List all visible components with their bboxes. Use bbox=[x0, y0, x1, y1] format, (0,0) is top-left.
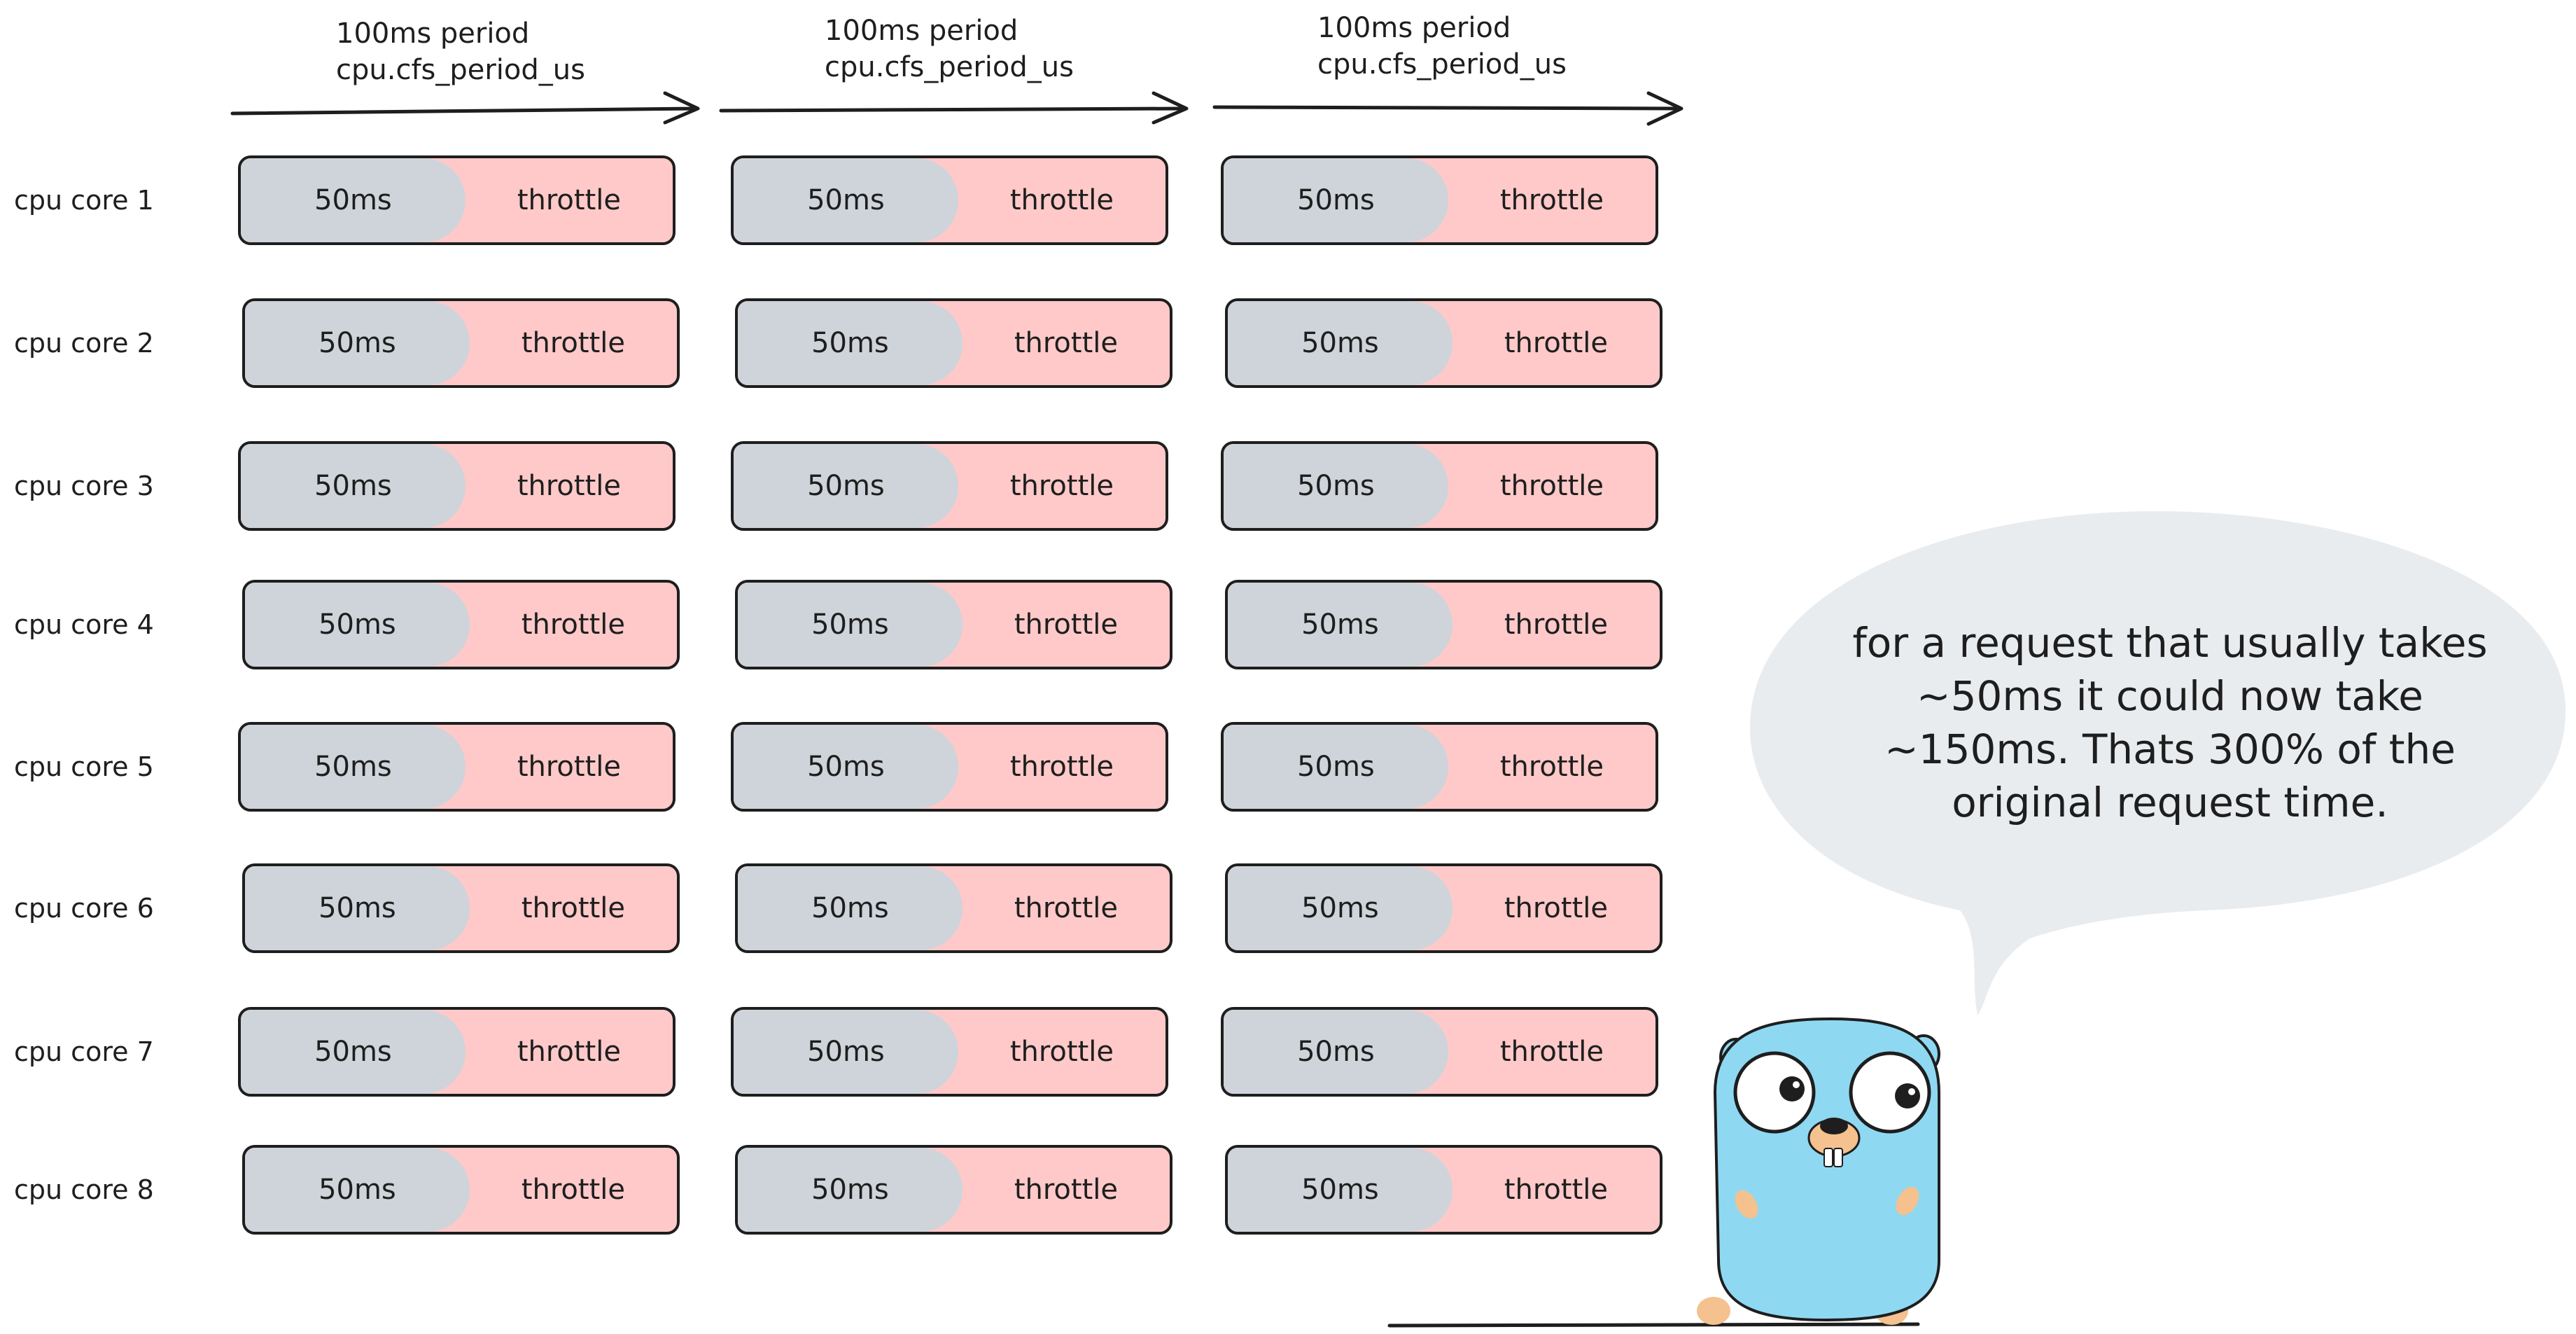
run-segment: 50ms bbox=[734, 1010, 958, 1094]
period-label-3: 100ms period cpu.cfs_period_us bbox=[1317, 10, 1567, 83]
throttle-segment: throttle bbox=[1009, 184, 1114, 216]
cpu-period-bar: 50ms throttle bbox=[731, 155, 1168, 245]
run-segment: 50ms bbox=[245, 583, 470, 667]
core-label: cpu core 2 bbox=[14, 328, 154, 359]
throttle-segment: throttle bbox=[1014, 1174, 1118, 1206]
cpu-period-bar: 50ms throttle bbox=[735, 863, 1172, 953]
ground-line bbox=[1387, 1322, 1920, 1328]
cpu-period-bar: 50ms throttle bbox=[731, 1007, 1168, 1097]
throttle-segment: throttle bbox=[1009, 751, 1114, 783]
run-segment: 50ms bbox=[1228, 1148, 1452, 1232]
cpu-period-bar: 50ms throttle bbox=[242, 298, 680, 388]
throttle-segment: throttle bbox=[1009, 470, 1114, 502]
run-segment: 50ms bbox=[738, 301, 962, 385]
cpu-period-bar: 50ms throttle bbox=[1221, 155, 1658, 245]
core-label: cpu core 6 bbox=[14, 893, 154, 924]
throttle-segment: throttle bbox=[517, 1036, 621, 1068]
throttle-segment: throttle bbox=[1499, 184, 1604, 216]
run-segment: 50ms bbox=[738, 1148, 962, 1232]
run-segment: 50ms bbox=[245, 866, 470, 950]
throttle-segment: throttle bbox=[521, 892, 625, 924]
run-segment: 50ms bbox=[1228, 301, 1452, 385]
speech-bubble bbox=[1750, 511, 2566, 1015]
period-duration: 100ms period bbox=[1317, 12, 1511, 44]
throttle-segment: throttle bbox=[517, 470, 621, 502]
cpu-period-bar: 50ms throttle bbox=[242, 1145, 680, 1235]
throttle-segment: throttle bbox=[521, 609, 625, 641]
period-duration: 100ms period bbox=[336, 18, 530, 50]
period-arrow-3 bbox=[1212, 91, 1684, 126]
gopher-mascot bbox=[1697, 1017, 1940, 1325]
period-label-1: 100ms period cpu.cfs_period_us bbox=[336, 15, 585, 88]
cpu-period-bar: 50ms throttle bbox=[731, 722, 1168, 812]
run-segment: 50ms bbox=[1224, 444, 1448, 528]
cpu-period-bar: 50ms throttle bbox=[735, 580, 1172, 669]
throttle-segment: throttle bbox=[1504, 892, 1608, 924]
throttle-segment: throttle bbox=[1014, 892, 1118, 924]
throttle-segment: throttle bbox=[521, 1174, 625, 1206]
throttle-segment: throttle bbox=[1499, 1036, 1604, 1068]
throttle-segment: throttle bbox=[1014, 327, 1118, 359]
cpu-period-bar: 50ms throttle bbox=[731, 441, 1168, 531]
throttle-segment: throttle bbox=[1499, 470, 1604, 502]
gopher-left-eye bbox=[1733, 1051, 1816, 1134]
cpu-period-bar: 50ms throttle bbox=[242, 863, 680, 953]
run-segment: 50ms bbox=[734, 725, 958, 809]
period-label-2: 100ms period cpu.cfs_period_us bbox=[825, 13, 1074, 85]
core-label: cpu core 5 bbox=[14, 751, 154, 782]
run-segment: 50ms bbox=[241, 444, 465, 528]
period-arrow-1 bbox=[230, 91, 700, 125]
period-duration: 100ms period bbox=[825, 15, 1018, 47]
throttle-segment: throttle bbox=[1504, 327, 1608, 359]
cpu-period-bar: 50ms throttle bbox=[1221, 441, 1658, 531]
throttle-segment: throttle bbox=[1499, 751, 1604, 783]
run-segment: 50ms bbox=[241, 725, 465, 809]
cpu-period-bar: 50ms throttle bbox=[1225, 1145, 1662, 1235]
cpu-period-bar: 50ms throttle bbox=[238, 722, 676, 812]
period-param: cpu.cfs_period_us bbox=[1317, 48, 1567, 81]
cpu-period-bar: 50ms throttle bbox=[1221, 722, 1658, 812]
throttle-segment: throttle bbox=[521, 327, 625, 359]
cpu-period-bar: 50ms throttle bbox=[238, 1007, 676, 1097]
run-segment: 50ms bbox=[734, 158, 958, 242]
run-segment: 50ms bbox=[245, 1148, 470, 1232]
run-segment: 50ms bbox=[1228, 866, 1452, 950]
cpu-period-bar: 50ms throttle bbox=[1225, 863, 1662, 953]
throttle-segment: throttle bbox=[1504, 1174, 1608, 1206]
cpu-period-bar: 50ms throttle bbox=[238, 155, 676, 245]
run-segment: 50ms bbox=[241, 1010, 465, 1094]
core-label: cpu core 8 bbox=[14, 1174, 154, 1205]
period-param: cpu.cfs_period_us bbox=[336, 54, 585, 86]
cpu-period-bar: 50ms throttle bbox=[1225, 580, 1662, 669]
cpu-period-bar: 50ms throttle bbox=[1221, 1007, 1658, 1097]
run-segment: 50ms bbox=[738, 583, 962, 667]
core-label: cpu core 3 bbox=[14, 471, 154, 501]
core-label: cpu core 7 bbox=[14, 1036, 154, 1067]
throttle-segment: throttle bbox=[1504, 609, 1608, 641]
core-label: cpu core 1 bbox=[14, 185, 154, 216]
cpu-period-bar: 50ms throttle bbox=[238, 441, 676, 531]
gopher-right-eye bbox=[1849, 1051, 1931, 1134]
cpu-period-bar: 50ms throttle bbox=[242, 580, 680, 669]
run-segment: 50ms bbox=[738, 866, 962, 950]
throttle-segment: throttle bbox=[517, 184, 621, 216]
run-segment: 50ms bbox=[1224, 158, 1448, 242]
throttle-segment: throttle bbox=[1009, 1036, 1114, 1068]
run-segment: 50ms bbox=[1228, 583, 1452, 667]
cpu-period-bar: 50ms throttle bbox=[1225, 298, 1662, 388]
run-segment: 50ms bbox=[1224, 725, 1448, 809]
period-param: cpu.cfs_period_us bbox=[825, 51, 1074, 83]
throttle-segment: throttle bbox=[1014, 609, 1118, 641]
throttle-segment: throttle bbox=[517, 751, 621, 783]
run-segment: 50ms bbox=[734, 444, 958, 528]
run-segment: 50ms bbox=[241, 158, 465, 242]
cpu-period-bar: 50ms throttle bbox=[735, 298, 1172, 388]
run-segment: 50ms bbox=[1224, 1010, 1448, 1094]
period-arrow-2 bbox=[719, 91, 1189, 125]
speech-bubble-text: for a request that usually takes ~50ms i… bbox=[1852, 619, 2488, 826]
run-segment: 50ms bbox=[245, 301, 470, 385]
cpu-period-bar: 50ms throttle bbox=[735, 1145, 1172, 1235]
core-label: cpu core 4 bbox=[14, 609, 154, 640]
